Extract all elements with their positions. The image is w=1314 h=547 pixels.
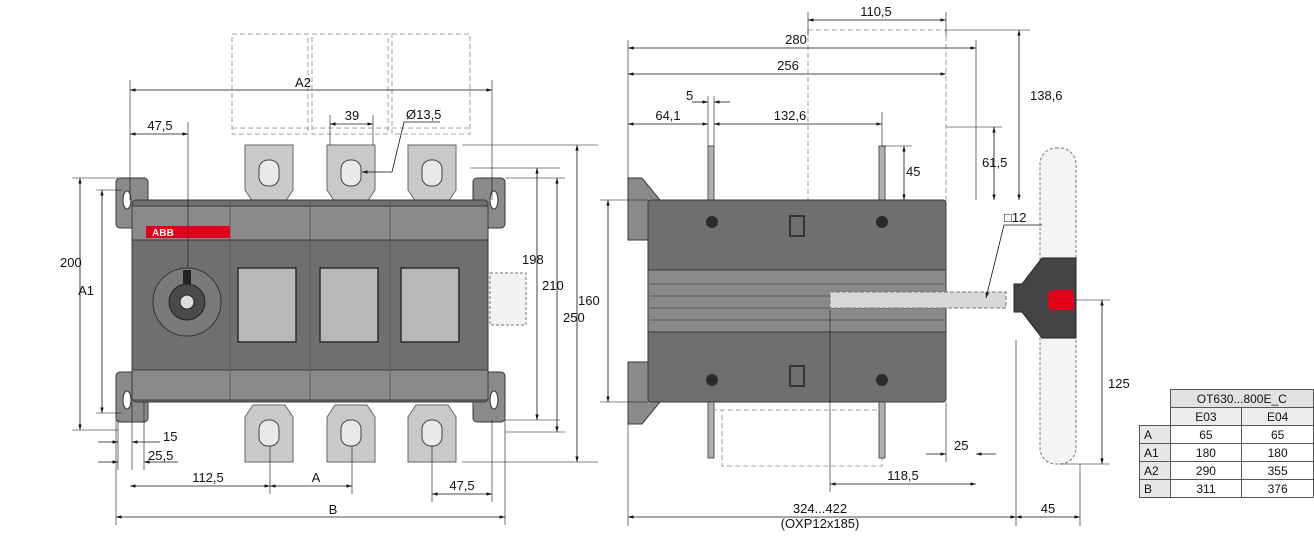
side-dimensions: 110,5 280 256 138,6 5 64,1 132, bbox=[578, 4, 1130, 531]
dim-200: 200 bbox=[60, 255, 82, 270]
table-row: A1 180 180 bbox=[1139, 443, 1314, 462]
dim-A2: A2 bbox=[295, 75, 311, 90]
dim-square-12: □12 bbox=[1004, 210, 1026, 225]
dim-256: 256 bbox=[777, 58, 799, 73]
dashed-extension bbox=[391, 33, 471, 135]
handle bbox=[1013, 257, 1077, 339]
column-header: E04 bbox=[1241, 407, 1314, 426]
dim-oxp-note: (OXP12x185) bbox=[781, 516, 860, 531]
table-cell: 355 bbox=[1241, 461, 1314, 480]
window bbox=[319, 267, 379, 343]
table-row: B 311 376 bbox=[1139, 479, 1314, 498]
dim-39: 39 bbox=[345, 108, 359, 123]
window bbox=[400, 267, 460, 343]
dim-132-6: 132,6 bbox=[774, 108, 807, 123]
dim-25-5: 25,5 bbox=[148, 448, 173, 463]
dim-138-6: 138,6 bbox=[1030, 88, 1063, 103]
table-cell: 180 bbox=[1169, 443, 1243, 462]
dim-45-bottom: 45 bbox=[1041, 501, 1055, 516]
dim-A1: A1 bbox=[78, 283, 94, 298]
table-cell: 376 bbox=[1241, 479, 1314, 498]
table-cell: 65 bbox=[1169, 425, 1243, 444]
dim-diameter: Ø13,5 bbox=[406, 107, 441, 122]
dashed-extension bbox=[807, 29, 947, 203]
dim-5: 5 bbox=[686, 88, 693, 103]
mounting-feet bbox=[115, 177, 506, 423]
dim-160: 160 bbox=[578, 293, 600, 308]
bottom-terminals bbox=[244, 404, 457, 463]
dim-125: 125 bbox=[1108, 376, 1130, 391]
row-label: A1 bbox=[1139, 443, 1171, 462]
dim-280: 280 bbox=[785, 32, 807, 47]
column-header: E03 bbox=[1169, 407, 1243, 426]
dim-B: B bbox=[329, 502, 338, 517]
dim-25: 25 bbox=[954, 438, 968, 453]
dim-15: 15 bbox=[163, 429, 177, 444]
table-cell: 290 bbox=[1169, 461, 1243, 480]
blade bbox=[707, 399, 715, 459]
dim-64-1: 64,1 bbox=[655, 108, 680, 123]
table-cell: 65 bbox=[1241, 425, 1314, 444]
dim-47-5-top: 47,5 bbox=[147, 118, 172, 133]
handle-red-button bbox=[1048, 290, 1074, 310]
dim-112-5: 112,5 bbox=[192, 470, 224, 485]
dim-45-top: 45 bbox=[906, 164, 920, 179]
dim-118-5: 118,5 bbox=[887, 468, 919, 483]
front-dimensions: A2 47,5 39 Ø13,5 200 A1 bbox=[60, 75, 598, 525]
dim-110-5: 110,5 bbox=[860, 4, 892, 19]
window bbox=[237, 267, 297, 343]
dim-A: A bbox=[312, 470, 321, 485]
dim-210: 210 bbox=[542, 278, 564, 293]
table-cell: 311 bbox=[1169, 479, 1243, 498]
row-label: B bbox=[1139, 479, 1171, 498]
table-cell: 180 bbox=[1241, 443, 1314, 462]
top-terminals bbox=[244, 144, 457, 203]
shaft bbox=[829, 291, 1007, 309]
row-label: A2 bbox=[1139, 461, 1171, 480]
blade bbox=[878, 399, 886, 459]
dim-324-422: 324...422 bbox=[793, 501, 847, 516]
dim-250: 250 bbox=[563, 310, 585, 325]
table-row: A 65 65 bbox=[1139, 425, 1314, 444]
blade bbox=[707, 145, 715, 203]
table-title-row: OT630...800E_C bbox=[1140, 389, 1314, 408]
blade bbox=[878, 145, 886, 203]
dim-47-5-bottom: 47,5 bbox=[449, 478, 474, 493]
row-label: A bbox=[1139, 425, 1171, 444]
dimension-table: OT630...800E_C E03 E04 A 65 65 A1 180 18… bbox=[1139, 389, 1314, 498]
auxiliary-contact bbox=[489, 272, 527, 326]
front-view: ABB A2 47,5 39 Ø13, bbox=[60, 33, 598, 525]
brand-text: ABB bbox=[152, 228, 174, 239]
table-header-row: E03 E04 bbox=[1140, 407, 1314, 426]
table-title: OT630...800E_C bbox=[1169, 389, 1314, 408]
side-view: 110,5 280 256 138,6 5 64,1 132, bbox=[578, 4, 1130, 531]
dim-198: 198 bbox=[522, 252, 544, 267]
table-row: A2 290 355 bbox=[1139, 461, 1314, 480]
dim-61-5: 61,5 bbox=[982, 155, 1007, 170]
